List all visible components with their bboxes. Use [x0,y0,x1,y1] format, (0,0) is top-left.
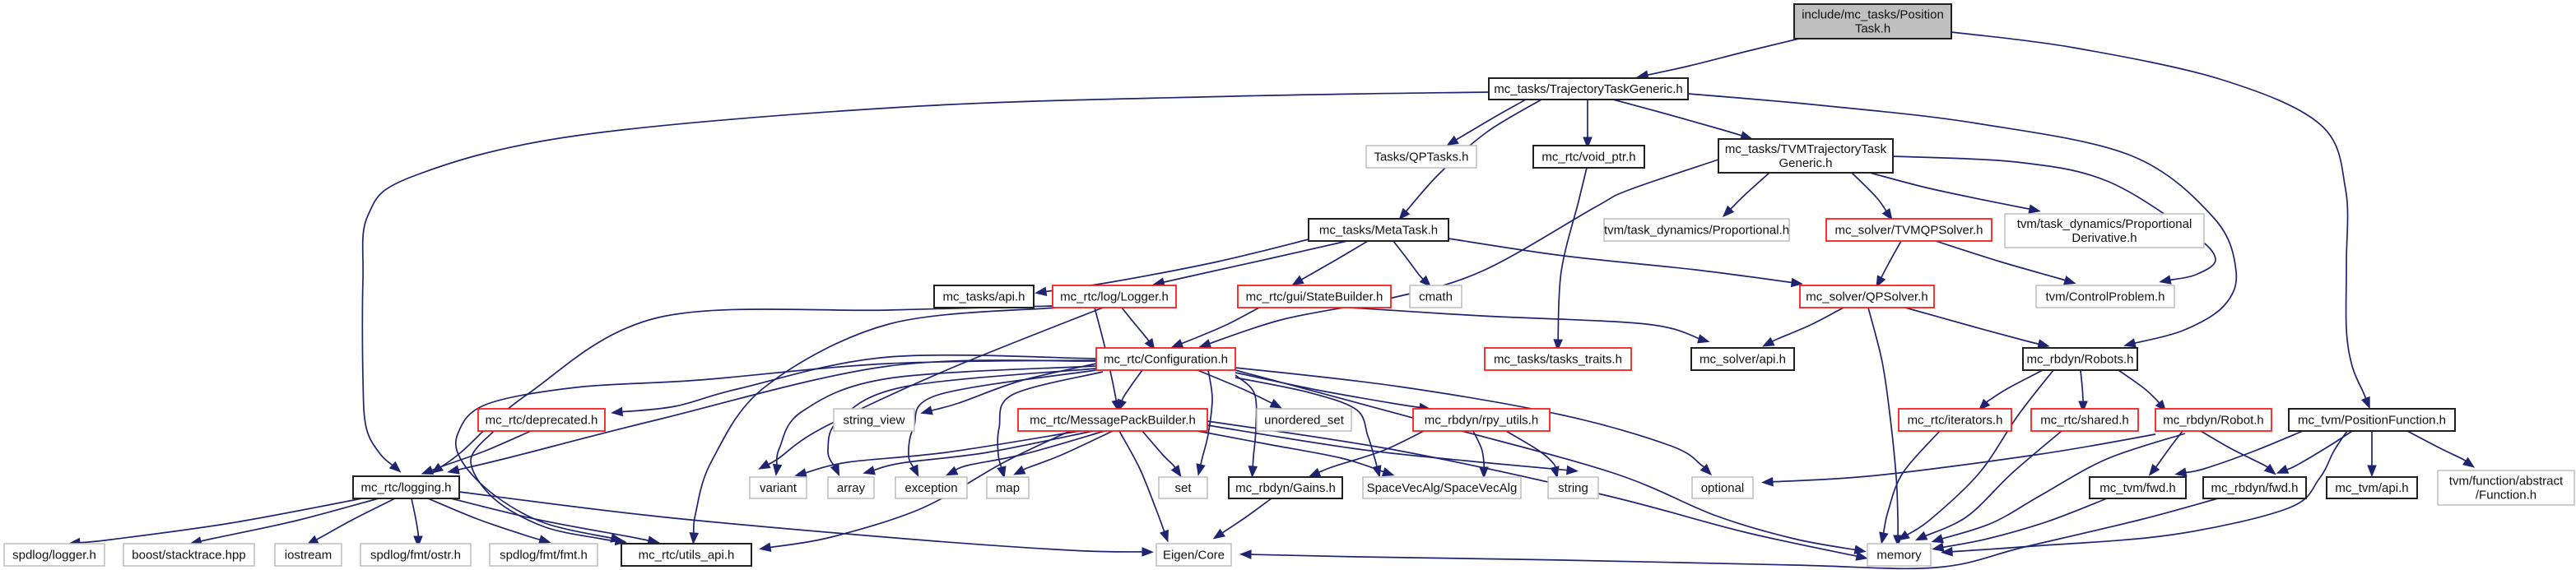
svg-text:Derivative.h: Derivative.h [2071,231,2137,245]
svg-text:mc_rtc/logging.h: mc_rtc/logging.h [360,481,451,495]
svg-text:unordered_set: unordered_set [1264,414,1345,428]
svg-text:mc_tasks/api.h: mc_tasks/api.h [942,290,1025,304]
svg-text:tvm/task_dynamics/Proportional: tvm/task_dynamics/Proportional [2017,217,2192,231]
svg-text:exception: exception [904,481,957,495]
svg-text:spdlog/fmt/fmt.h: spdlog/fmt/fmt.h [500,549,588,563]
svg-text:mc_rtc/log/Logger.h: mc_rtc/log/Logger.h [1060,290,1169,304]
svg-text:mc_tasks/tasks_traits.h: mc_tasks/tasks_traits.h [1494,353,1622,367]
svg-text:string: string [1558,481,1588,495]
svg-text:Tasks/QPTasks.h: Tasks/QPTasks.h [1374,151,1468,165]
svg-text:memory: memory [1876,549,1922,563]
svg-text:SpaceVecAlg/SpaceVecAlg: SpaceVecAlg/SpaceVecAlg [1367,481,1518,495]
svg-text:mc_rtc/Configuration.h: mc_rtc/Configuration.h [1104,353,1228,367]
svg-text:map: map [996,481,1020,495]
svg-text:mc_tasks/MetaTask.h: mc_tasks/MetaTask.h [1319,224,1438,238]
svg-text:array: array [837,481,866,495]
svg-text:mc_rtc/utils_api.h: mc_rtc/utils_api.h [639,549,735,563]
svg-text:mc_tasks/TVMTrajectoryTask: mc_tasks/TVMTrajectoryTask [1725,142,1887,156]
svg-text:set: set [1174,481,1192,495]
svg-text:Eigen/Core: Eigen/Core [1163,549,1225,563]
svg-text:mc_tvm/fwd.h: mc_tvm/fwd.h [2099,481,2176,495]
svg-text:tvm/ControlProblem.h: tvm/ControlProblem.h [2045,290,2164,304]
svg-text:tvm/task_dynamics/Proportional: tvm/task_dynamics/Proportional.h [1604,224,1789,238]
svg-text:mc_rtc/iterators.h: mc_rtc/iterators.h [1908,414,2003,428]
svg-text:/Function.h: /Function.h [2476,489,2536,503]
svg-text:cmath: cmath [1419,290,1453,304]
svg-text:mc_rtc/shared.h: mc_rtc/shared.h [2040,414,2129,428]
svg-text:Task.h: Task.h [1855,22,1890,36]
svg-text:mc_rtc/MessagePackBuilder.h: mc_rtc/MessagePackBuilder.h [1030,414,1196,428]
svg-text:iostream: iostream [285,549,332,563]
svg-text:string_view: string_view [843,414,904,428]
svg-text:spdlog/fmt/ostr.h: spdlog/fmt/ostr.h [370,549,461,563]
svg-text:mc_rbdyn/rpy_utils.h: mc_rbdyn/rpy_utils.h [1425,414,1538,428]
svg-text:boost/stacktrace.hpp: boost/stacktrace.hpp [132,549,245,563]
svg-text:optional: optional [1701,481,1745,495]
svg-text:mc_rtc/gui/StateBuilder.h: mc_rtc/gui/StateBuilder.h [1246,290,1383,304]
svg-text:mc_rbdyn/Gains.h: mc_rbdyn/Gains.h [1235,481,1336,495]
svg-text:Generic.h: Generic.h [1779,156,1832,170]
svg-text:include/mc_tasks/Position: include/mc_tasks/Position [1802,8,1944,22]
svg-text:mc_rbdyn/fwd.h: mc_rbdyn/fwd.h [2211,481,2299,495]
svg-text:mc_tasks/TrajectoryTaskGeneric: mc_tasks/TrajectoryTaskGeneric.h [1494,82,1683,96]
svg-text:mc_rtc/deprecated.h: mc_rtc/deprecated.h [486,414,598,428]
svg-text:mc_solver/api.h: mc_solver/api.h [1700,353,1786,367]
svg-text:mc_tvm/PositionFunction.h: mc_tvm/PositionFunction.h [2298,414,2446,428]
svg-text:mc_rtc/void_ptr.h: mc_rtc/void_ptr.h [1541,151,1635,165]
svg-text:variant: variant [760,481,797,495]
svg-text:mc_solver/QPSolver.h: mc_solver/QPSolver.h [1806,290,1927,304]
svg-text:spdlog/logger.h: spdlog/logger.h [12,549,96,563]
svg-text:mc_solver/TVMQPSolver.h: mc_solver/TVMQPSolver.h [1834,224,1983,238]
svg-text:mc_tvm/api.h: mc_tvm/api.h [2335,481,2408,495]
svg-text:tvm/function/abstract: tvm/function/abstract [2449,475,2564,489]
svg-text:mc_rbdyn/Robots.h: mc_rbdyn/Robots.h [2026,353,2133,367]
svg-text:mc_rbdyn/Robot.h: mc_rbdyn/Robot.h [2163,414,2264,428]
